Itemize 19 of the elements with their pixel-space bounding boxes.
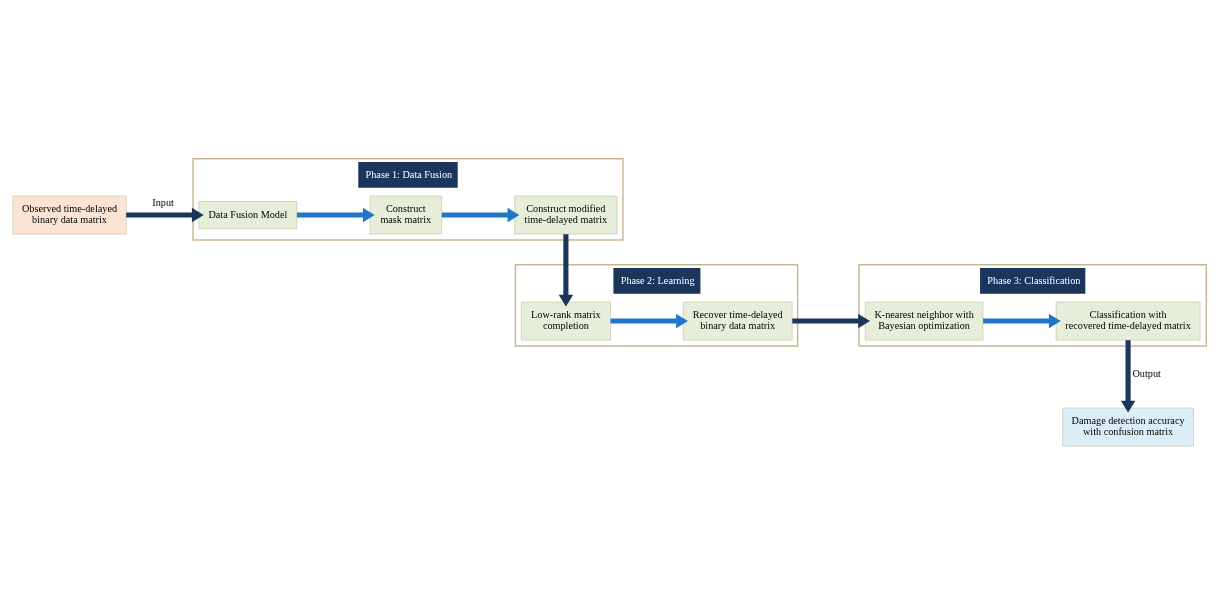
arrow [558,234,574,307]
node-box: K-nearest neighbor with Bayesian optimization [864,301,984,341]
arrow [792,313,871,329]
arrow [983,313,1061,329]
node-box: Data Fusion Model [198,201,298,229]
node-box: Damage detection accuracy with confusion matrix [1062,407,1194,447]
arrow [126,207,204,223]
edge-label: Output [1132,368,1161,380]
arrow [296,207,375,223]
node-box: Low-rank matrix completion [520,301,611,341]
node-box: Recover time-delayed binary data matrix [682,301,793,341]
node-box: Construct modified time-delayed matrix [514,195,618,235]
node-box: Observed time-delayed binary data matrix [12,195,127,235]
arrow [441,207,520,223]
edge-label: Input [152,197,174,209]
node-box: Construct mask matrix [369,195,442,235]
arrow [610,313,688,329]
arrow [1120,340,1136,413]
node-box: Classification with recovered time-delayed matrix [1055,301,1201,341]
